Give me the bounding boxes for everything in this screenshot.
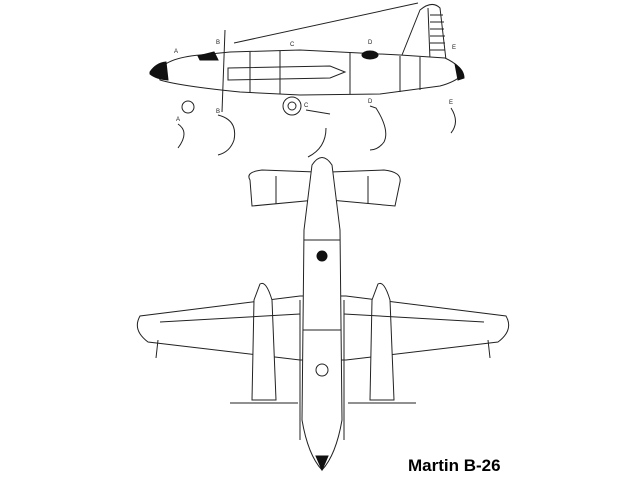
svg-text:E: E xyxy=(449,100,453,106)
svg-text:D: D xyxy=(368,40,373,46)
svg-text:A: A xyxy=(176,117,180,123)
left-engine-nacelle xyxy=(251,282,277,401)
cockpit-canopy xyxy=(197,51,219,61)
nose-cone xyxy=(149,61,169,81)
svg-text:C: C xyxy=(304,103,309,109)
top-view xyxy=(136,157,510,472)
top-turret xyxy=(316,250,328,262)
engine-nacelle-side xyxy=(227,65,347,81)
tail-gun xyxy=(454,62,465,81)
top-nose xyxy=(315,455,329,472)
main-wheel xyxy=(282,96,302,116)
side-view: A B C D E xyxy=(149,2,465,116)
propeller-side xyxy=(221,29,226,113)
right-engine-nacelle xyxy=(369,282,395,401)
svg-text:C: C xyxy=(290,42,295,48)
svg-text:A: A xyxy=(174,49,178,55)
dorsal-turret xyxy=(361,50,379,60)
tail-fin xyxy=(399,4,447,61)
antenna-wire xyxy=(233,2,419,44)
svg-text:E: E xyxy=(452,45,456,51)
drawing-title: Martin B-26 xyxy=(408,456,501,475)
svg-text:B: B xyxy=(216,109,220,115)
nose-wheel xyxy=(181,100,195,114)
top-fuselage xyxy=(301,157,343,471)
svg-text:D: D xyxy=(368,99,373,105)
svg-text:B: B xyxy=(216,40,220,46)
cross-sections: A B C D E xyxy=(176,99,456,158)
